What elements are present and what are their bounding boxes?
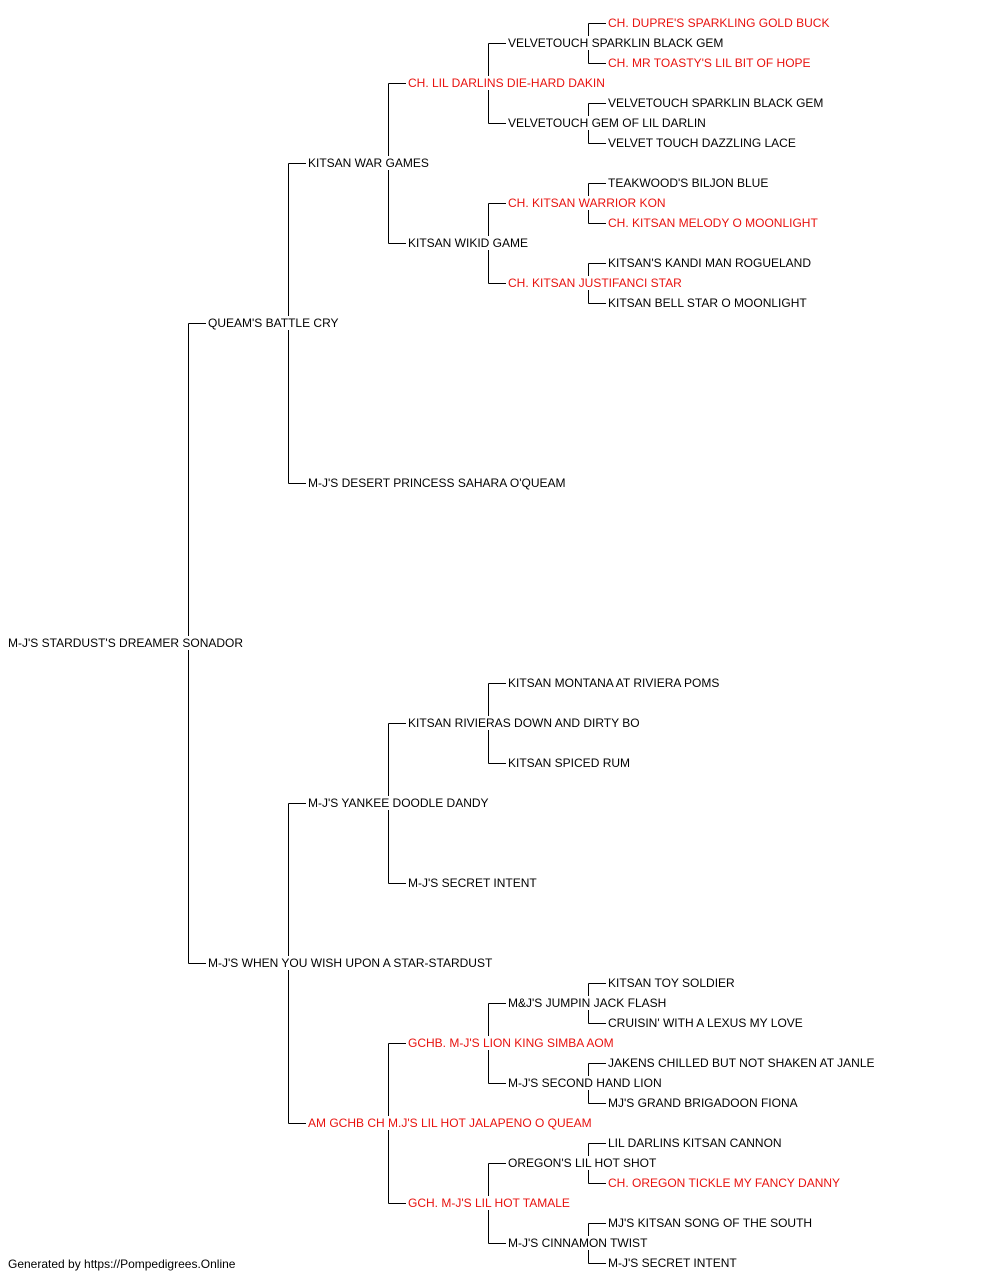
footer-credit: Generated by https://Pompedigrees.Online [8, 1257, 236, 1271]
dog-ancestor-ddsd: M-J'S SECOND HAND LION [508, 1076, 664, 1090]
dog-paternal-grandsire: KITSAN WAR GAMES [308, 156, 431, 170]
dog-ancestor-dddss: LIL DARLINS KITSAN CANNON [608, 1136, 784, 1150]
dog-ancestor-dds: GCHB. M-J'S LION KING SIMBA AOM [408, 1036, 616, 1050]
dog-ancestor-ssddd: KITSAN BELL STAR O MOONLIGHT [608, 296, 809, 310]
dog-ancestor-sssss: CH. DUPRE'S SPARKLING GOLD BUCK [608, 16, 832, 30]
dog-ancestor-ssdss: TEAKWOOD'S BILJON BLUE [608, 176, 771, 190]
dog-ancestor-ssd: KITSAN WIKID GAME [408, 236, 531, 250]
dog-ancestor-ddsds: JAKENS CHILLED BUT NOT SHAKEN AT JANLE [608, 1056, 877, 1070]
dog-ancestor-ssss: VELVETOUCH SPARKLIN BLACK GEM [508, 36, 726, 50]
dog-ancestor-ssssd: CH. MR TOASTY'S LIL BIT OF HOPE [608, 56, 813, 70]
dog-ancestor-ddssd: CRUISIN' WITH A LEXUS MY LOVE [608, 1016, 805, 1030]
dog-ancestor-sssds: VELVETOUCH SPARKLIN BLACK GEM [608, 96, 826, 110]
dog-ancestor-ssds: CH. KITSAN WARRIOR KON [508, 196, 668, 210]
dog-ancestor-ddd: GCH. M-J'S LIL HOT TAMALE [408, 1196, 572, 1210]
dog-ancestor-ddsss: KITSAN TOY SOLDIER [608, 976, 737, 990]
dog-ancestor-dsss: KITSAN MONTANA AT RIVIERA POMS [508, 676, 722, 690]
dog-maternal-granddam: AM GCHB CH M.J'S LIL HOT JALAPENO O QUEA… [308, 1116, 594, 1130]
dog-ancestor-ddss: M&J'S JUMPIN JACK FLASH [508, 996, 669, 1010]
dog-ancestor-ddds: OREGON'S LIL HOT SHOT [508, 1156, 659, 1170]
dog-ancestor-ssdd: CH. KITSAN JUSTIFANCI STAR [508, 276, 684, 290]
dog-ancestor-dssd: KITSAN SPICED RUM [508, 756, 633, 770]
dog-ancestor-dddds: MJ'S KITSAN SONG OF THE SOUTH [608, 1216, 815, 1230]
dog-ancestor-sss: CH. LIL DARLINS DIE-HARD DAKIN [408, 76, 607, 90]
dog-paternal-granddam: M-J'S DESERT PRINCESS SAHARA O'QUEAM [308, 476, 568, 490]
dog-ancestor-ssdds: KITSAN'S KANDI MAN ROGUELAND [608, 256, 813, 270]
dog-maternal-grandsire: M-J'S YANKEE DOODLE DANDY [308, 796, 491, 810]
dog-ancestor-dddsd: CH. OREGON TICKLE MY FANCY DANNY [608, 1176, 843, 1190]
dog-ancestor-dss: KITSAN RIVIERAS DOWN AND DIRTY BO [408, 716, 642, 730]
dog-ancestor-sssd: VELVETOUCH GEM OF LIL DARLIN [508, 116, 708, 130]
dog-ancestor-ddsdd: MJ'S GRAND BRIGADOON FIONA [608, 1096, 800, 1110]
dog-sire: QUEAM'S BATTLE CRY [208, 316, 341, 330]
dog-dam: M-J'S WHEN YOU WISH UPON A STAR-STARDUST [208, 956, 495, 970]
dog-ancestor-ssdsd: CH. KITSAN MELODY O MOONLIGHT [608, 216, 820, 230]
dog-ancestor-dsd: M-J'S SECRET INTENT [408, 876, 539, 890]
dog-ancestor-ddddd: M-J'S SECRET INTENT [608, 1256, 739, 1270]
dog-ancestor-sssdd: VELVET TOUCH DAZZLING LACE [608, 136, 798, 150]
dog-ancestor-dddd: M-J'S CINNAMON TWIST [508, 1236, 650, 1250]
dog-subject: M-J'S STARDUST'S DREAMER SONADOR [8, 636, 246, 650]
